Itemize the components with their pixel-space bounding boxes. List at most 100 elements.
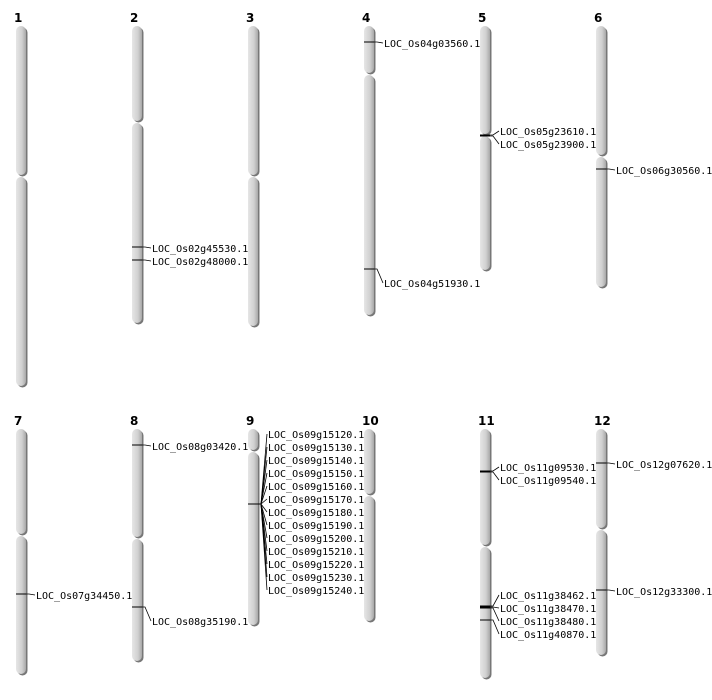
- chromosome-number: 7: [14, 414, 22, 428]
- gene-label: LOC_Os11g38462.1: [500, 591, 596, 602]
- gene-marker: LOC_Os02g45530.1: [132, 244, 248, 255]
- gene-label: LOC_Os09g15210.1: [268, 547, 364, 558]
- chromosome-9: 9LOC_Os09g15120.1LOC_Os09g15130.1LOC_Os0…: [246, 414, 364, 627]
- chromosome-number: 6: [594, 11, 602, 25]
- chromosome-number: 11: [478, 414, 495, 428]
- gene-label: LOC_Os09g15150.1: [268, 469, 364, 480]
- gene-marker: LOC_Os04g51930.1: [364, 268, 480, 290]
- marker-leader-line: [374, 41, 384, 44]
- gene-marker: LOC_Os12g07620.1: [596, 460, 712, 471]
- gene-marker: LOC_Os08g35190.1: [132, 606, 248, 628]
- chromosome-long-arm: [480, 136, 490, 270]
- chromosome-1: 1: [14, 11, 28, 388]
- chromosome-long-arm: [248, 452, 258, 625]
- marker-leader-line: [142, 606, 152, 622]
- chromosome-short-arm: [16, 429, 26, 534]
- gene-marker: LOC_Os11g38462.1: [480, 591, 596, 607]
- chromosome-number: 5: [478, 11, 486, 25]
- gene-marker: LOC_Os11g40870.1: [480, 619, 596, 641]
- chromosome-number: 2: [130, 11, 138, 25]
- gene-marker: LOC_Os09g15180.1: [248, 503, 364, 519]
- chromosome-number: 8: [130, 414, 138, 428]
- chromosome-long-arm: [16, 177, 26, 386]
- gene-marker: LOC_Os02g48000.1: [132, 257, 248, 268]
- gene-label: LOC_Os09g15200.1: [268, 534, 364, 545]
- gene-label: LOC_Os11g40870.1: [500, 630, 596, 641]
- chromosome-number: 12: [594, 414, 611, 428]
- gene-marker: LOC_Os11g38480.1: [480, 607, 596, 628]
- gene-label: LOC_Os08g35190.1: [152, 617, 248, 628]
- chromosome-short-arm: [480, 429, 490, 545]
- gene-label: LOC_Os09g15230.1: [268, 573, 364, 584]
- marker-leader-line: [490, 135, 500, 145]
- marker-leader-line: [26, 593, 36, 596]
- chromosome-long-arm: [596, 530, 606, 655]
- gene-label: LOC_Os09g15190.1: [268, 521, 364, 532]
- chromosome-number: 4: [362, 11, 370, 25]
- chromosome-short-arm: [248, 26, 258, 175]
- chromosome-long-arm: [16, 536, 26, 674]
- gene-marker: LOC_Os12g33300.1: [596, 587, 712, 598]
- chromosome-long-arm: [132, 539, 142, 661]
- gene-label: LOC_Os11g09530.1: [500, 463, 596, 474]
- chromosome-10: 10: [362, 414, 379, 623]
- marker-leader-line: [490, 471, 500, 481]
- chromosome-short-arm: [364, 26, 374, 73]
- gene-label: LOC_Os09g15180.1: [268, 508, 364, 519]
- chromosome-short-arm: [596, 429, 606, 528]
- gene-label: LOC_Os09g15220.1: [268, 560, 364, 571]
- gene-label: LOC_Os05g23610.1: [500, 127, 596, 138]
- marker-leader-line: [490, 606, 500, 609]
- gene-marker: LOC_Os07g34450.1: [16, 591, 132, 602]
- chromosome-short-arm: [16, 26, 26, 175]
- chromosome-number: 10: [362, 414, 379, 428]
- chromosome-short-arm: [132, 26, 142, 121]
- gene-marker: LOC_Os11g09530.1: [480, 463, 596, 474]
- gene-label: LOC_Os07g34450.1: [36, 591, 132, 602]
- gene-label: LOC_Os09g15240.1: [268, 586, 364, 597]
- chromosome-number: 1: [14, 11, 22, 25]
- chromosome-short-arm: [596, 26, 606, 155]
- gene-marker: LOC_Os08g03420.1: [132, 442, 248, 453]
- chromosome-number: 3: [246, 11, 254, 25]
- marker-leader-line: [490, 466, 500, 472]
- marker-leader-line: [142, 259, 152, 262]
- marker-leader-line: [490, 619, 500, 635]
- gene-label: LOC_Os09g15170.1: [268, 495, 364, 506]
- gene-label: LOC_Os04g51930.1: [384, 279, 480, 290]
- marker-leader-line: [374, 268, 384, 284]
- gene-marker: LOC_Os09g15240.1: [248, 503, 364, 597]
- gene-label: LOC_Os11g09540.1: [500, 476, 596, 487]
- marker-leader-line: [490, 594, 500, 607]
- gene-label: LOC_Os11g38470.1: [500, 604, 596, 615]
- gene-marker: LOC_Os06g30560.1: [596, 166, 712, 177]
- chromosome-long-arm: [480, 547, 490, 678]
- gene-label: LOC_Os02g45530.1: [152, 244, 248, 255]
- marker-leader-line: [490, 607, 500, 622]
- chromosome-short-arm: [364, 429, 374, 494]
- gene-label: LOC_Os04g03560.1: [384, 39, 480, 50]
- chromosome-long-arm: [248, 177, 258, 326]
- chromosome-number: 9: [246, 414, 254, 428]
- gene-marker: LOC_Os11g09540.1: [480, 471, 596, 487]
- gene-label: LOC_Os12g33300.1: [616, 587, 712, 598]
- gene-label: LOC_Os06g30560.1: [616, 166, 712, 177]
- gene-label: LOC_Os09g15160.1: [268, 482, 364, 493]
- chromosome-long-arm: [132, 123, 142, 323]
- marker-leader-line: [258, 503, 268, 591]
- gene-label: LOC_Os11g38480.1: [500, 617, 596, 628]
- marker-leader-line: [606, 462, 616, 465]
- marker-leader-line: [490, 130, 500, 136]
- gene-label: LOC_Os09g15120.1: [268, 430, 364, 441]
- gene-label: LOC_Os09g15130.1: [268, 443, 364, 454]
- gene-marker: LOC_Os04g03560.1: [364, 39, 480, 50]
